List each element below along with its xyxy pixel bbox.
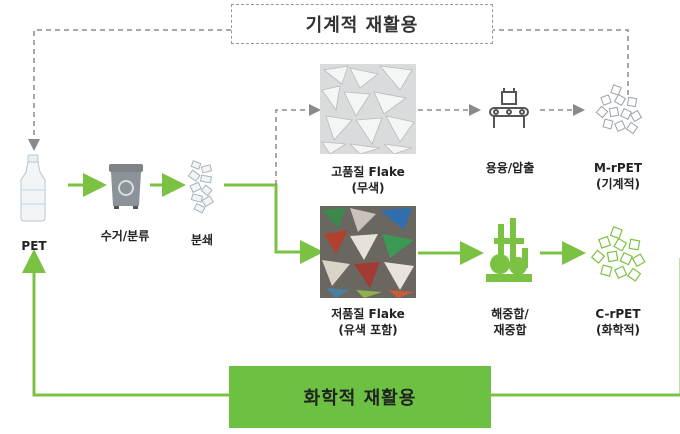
hq-flake-photo bbox=[320, 64, 416, 154]
chemical-plant-icon bbox=[486, 218, 532, 282]
recycle-bin-icon bbox=[109, 164, 143, 209]
arrow-crush-hq bbox=[275, 104, 321, 185]
lq-flake-label: 저품질 Flake (유색 포함) bbox=[312, 306, 424, 338]
mechanical-return-line bbox=[28, 29, 231, 151]
mechanical-return-line-right bbox=[493, 29, 629, 95]
pellets-icon-gray bbox=[595, 84, 642, 135]
depoly-label: 해중합/ 재중합 bbox=[478, 306, 542, 338]
chemical-return-line-left bbox=[22, 249, 229, 397]
lq-flake-subtitle: (유색 포함) bbox=[338, 323, 398, 337]
pet-bottle-icon bbox=[20, 154, 46, 222]
crpet-label: C-rPET (화학적) bbox=[582, 306, 654, 338]
mrpet-title: M-rPET bbox=[593, 161, 643, 175]
crpet-subtitle: (화학적) bbox=[595, 323, 641, 337]
depoly-line1: 해중합/ bbox=[491, 307, 529, 321]
chemical-recycling-box: 화학적 재활용 bbox=[229, 366, 491, 428]
crpet-title: C-rPET bbox=[595, 307, 641, 321]
hq-flake-title: 고품질 Flake bbox=[331, 165, 405, 179]
lq-flake-title: 저품질 Flake bbox=[331, 307, 405, 321]
depoly-line2: 재중합 bbox=[493, 323, 527, 337]
hq-flake-label: 고품질 Flake (무색) bbox=[318, 164, 418, 196]
mrpet-subtitle: (기계적) bbox=[595, 177, 641, 191]
crush-label: 분쇄 bbox=[190, 233, 214, 247]
extruder-icon bbox=[489, 88, 529, 128]
mechanical-recycling-box: 기계적 재활용 bbox=[231, 4, 493, 44]
pellets-icon-green bbox=[590, 226, 646, 282]
lq-flake-photo bbox=[320, 206, 416, 298]
chemical-return-line bbox=[491, 258, 680, 397]
melt-label: 용융/압출 bbox=[485, 161, 535, 175]
pet-label: PET bbox=[21, 239, 47, 253]
hq-flake-subtitle: (무색) bbox=[351, 181, 385, 195]
arrow-crush-lq bbox=[224, 183, 324, 264]
mrpet-label: M-rPET (기계적) bbox=[582, 160, 654, 192]
shredded-flakes-icon bbox=[187, 160, 215, 214]
collect-label: 수거/분류 bbox=[100, 229, 150, 243]
